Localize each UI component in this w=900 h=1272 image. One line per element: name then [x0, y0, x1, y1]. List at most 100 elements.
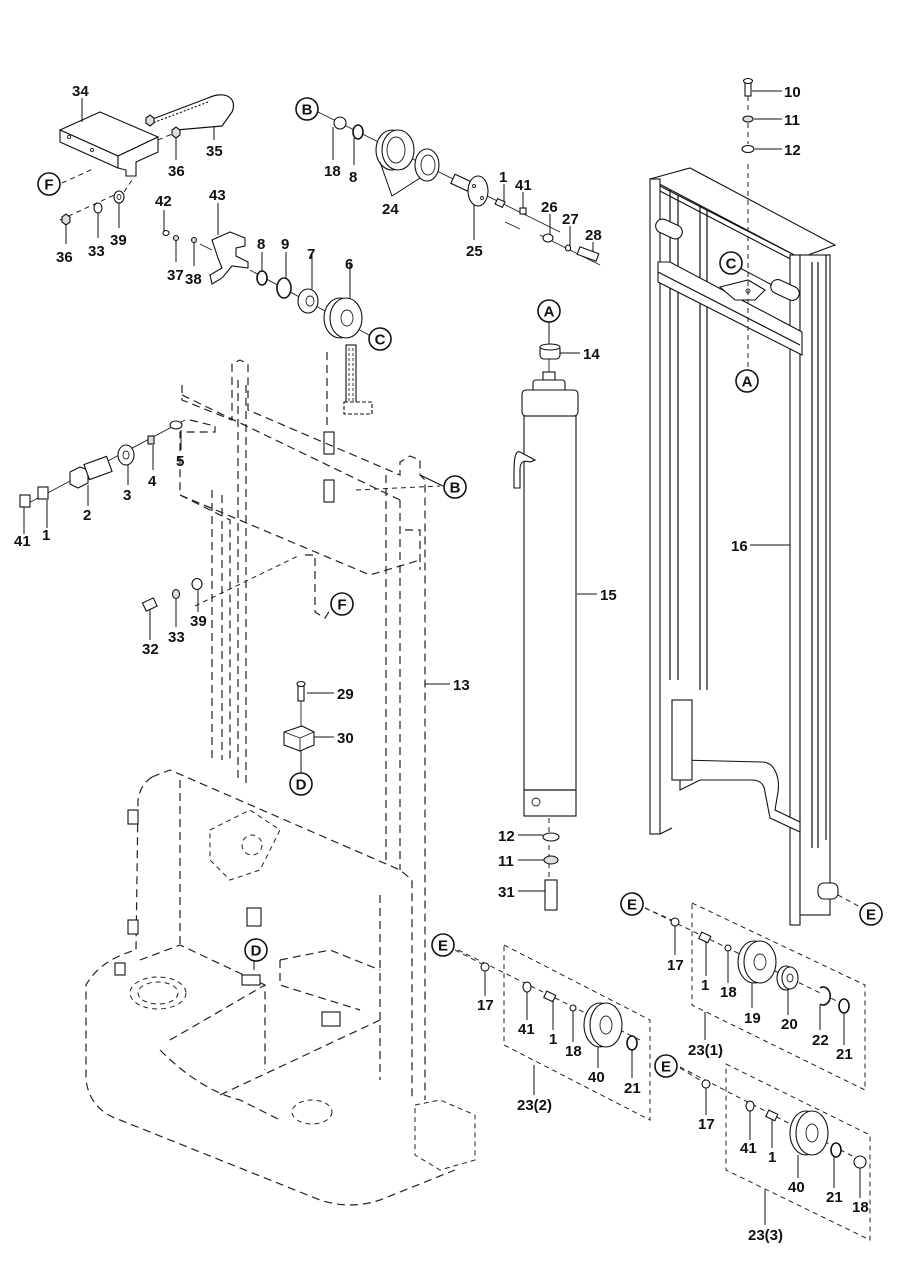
o-ring-8 [256, 270, 268, 286]
part-label: 42 [155, 193, 172, 210]
bolt-head-18 [333, 116, 347, 130]
outer-mast-frame-16 [648, 77, 863, 926]
roller-kit-23-3 [679, 1063, 871, 1241]
mounting-hardware [141, 577, 203, 640]
part-label: 14 [583, 346, 600, 363]
svg-text:A: A [544, 304, 555, 321]
guide-assembly [162, 203, 249, 285]
grease-nipple-41 [19, 494, 31, 508]
part-label: 29 [337, 686, 354, 703]
ref-marker-E: E [431, 933, 455, 957]
svg-text:D: D [296, 777, 307, 794]
part-label: 23(3) [748, 1227, 783, 1244]
ref-marker-C: C [368, 327, 392, 351]
part-label: 8 [257, 236, 265, 253]
snap-ring-21 [830, 1142, 842, 1158]
part-label: 16 [731, 538, 748, 555]
part-label: 41 [515, 177, 532, 194]
part-label: 12 [498, 828, 515, 845]
grease-nipple-41 [519, 207, 527, 215]
pin-1 [543, 990, 557, 1003]
ref-marker-B: B [443, 475, 467, 499]
bolt-28 [576, 246, 600, 262]
part-label: 17 [698, 1116, 715, 1133]
ref-marker-D: D [244, 938, 268, 962]
part-label: 11 [498, 853, 514, 870]
inner-mast-13 [179, 359, 450, 1100]
part-label: 41 [740, 1140, 757, 1157]
part-label: 27 [562, 211, 579, 228]
part-label: 12 [784, 142, 801, 159]
ref-marker-E: E [654, 1054, 678, 1078]
roller-assembly [317, 111, 601, 266]
svg-text:B: B [302, 102, 313, 119]
ref-marker-D: D [289, 772, 313, 796]
chain [343, 344, 373, 415]
ref-marker-F: F [37, 172, 61, 196]
svg-text:A: A [742, 374, 753, 391]
svg-text:F: F [44, 177, 53, 194]
pin-1 [37, 486, 49, 500]
bolt-32 [141, 597, 158, 612]
side-roller-group [19, 419, 186, 534]
part-label: 17 [667, 957, 684, 974]
block-d [241, 974, 261, 986]
part-label: 18 [565, 1043, 582, 1060]
washer-27 [564, 244, 572, 252]
o-ring-8 [352, 124, 364, 140]
roller-kit-23-2 [457, 944, 651, 1121]
svg-text:E: E [627, 897, 637, 914]
part-label: 1 [549, 1031, 557, 1048]
part-label: 18 [852, 1199, 869, 1216]
part-label: 41 [14, 533, 31, 550]
nut-icon [172, 234, 180, 242]
washer-3 [117, 444, 135, 466]
slide-guide-43 [209, 231, 249, 285]
nut-icon [145, 114, 155, 127]
part-label: 23(1) [688, 1042, 723, 1059]
part-label: 34 [72, 83, 89, 100]
part-label: 39 [190, 613, 207, 630]
ref-marker-F: F [330, 592, 354, 616]
chain-anchor [323, 479, 335, 503]
bolt-2 [69, 466, 89, 489]
snap-ring-9 [276, 277, 292, 299]
part-label: 7 [307, 246, 315, 263]
part-label: 3 [123, 487, 131, 504]
washer-12 [741, 144, 755, 154]
part-label: 39 [110, 232, 127, 249]
ref-marker-B: B [295, 97, 319, 121]
washer-11 [543, 855, 559, 865]
part-label: 18 [324, 163, 341, 180]
part-label: 18 [720, 984, 737, 1001]
part-label: 15 [600, 587, 617, 604]
svg-text:B: B [450, 480, 461, 497]
roller-right [770, 279, 800, 301]
svg-text:E: E [866, 907, 876, 924]
part-label: 33 [168, 629, 185, 646]
part-label: 1 [701, 977, 709, 994]
grease-nipple-17 [480, 962, 490, 972]
part-label: 41 [518, 1021, 535, 1038]
roller-bottom [817, 882, 839, 900]
part-label: 21 [624, 1080, 641, 1097]
part-label: 21 [836, 1046, 853, 1063]
part-label: 1 [42, 527, 50, 544]
pin-1 [765, 1109, 779, 1122]
part-label: 25 [466, 243, 483, 260]
part-label: 9 [281, 236, 289, 253]
set-screw-4 [147, 435, 155, 445]
part-label: 36 [168, 163, 185, 180]
grease-nipple-41 [745, 1100, 755, 1112]
grease-nipple-17 [701, 1079, 711, 1089]
part-label: 24 [382, 201, 399, 218]
part-label: 5 [176, 453, 184, 470]
lock-washer-icon [93, 202, 103, 214]
bearing-inner-24 [414, 148, 440, 182]
part-label: 1 [768, 1149, 776, 1166]
bracket-plate [246, 907, 262, 927]
part-label: 13 [453, 677, 470, 694]
bracket-assembly [58, 94, 234, 244]
snap-ring-21 [838, 998, 850, 1014]
